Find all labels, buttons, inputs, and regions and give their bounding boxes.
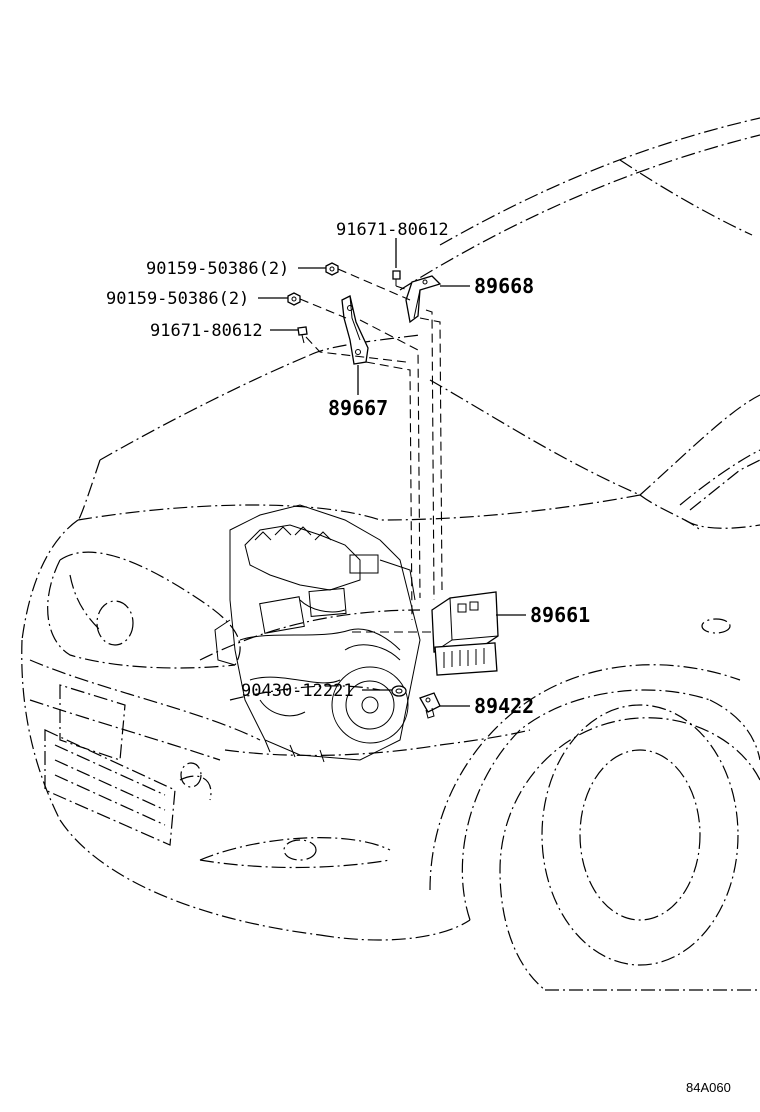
label-91671-top: 91671-80612: [336, 220, 449, 240]
label-89667: 89667: [328, 396, 388, 420]
nut-90159-b: [287, 292, 301, 306]
ecu-89661: [431, 591, 499, 676]
leader-lines: [258, 238, 526, 707]
label-90430: 90430-12221: [241, 681, 354, 701]
nut-90159-a: [325, 262, 339, 276]
sensor-89422: [419, 692, 441, 719]
bolt-91671-mid: [297, 326, 308, 344]
label-91671-mid: 91671-80612: [150, 321, 263, 341]
car-body-outline: [21, 117, 760, 991]
gasket-90430: [391, 685, 407, 697]
engine-assembly: [214, 504, 421, 763]
label-90159-a: 90159-50386(2): [146, 259, 289, 279]
assembly-lines: [299, 268, 443, 633]
figure-code: 84A060: [686, 1080, 731, 1095]
label-90159-b: 90159-50386(2): [106, 289, 249, 309]
bracket-89668: [405, 275, 442, 324]
bracket-89667: [341, 295, 369, 365]
bolt-91671-top: [392, 270, 401, 286]
label-89422: 89422: [474, 694, 534, 718]
label-89668: 89668: [474, 274, 534, 298]
label-89661: 89661: [530, 603, 590, 627]
